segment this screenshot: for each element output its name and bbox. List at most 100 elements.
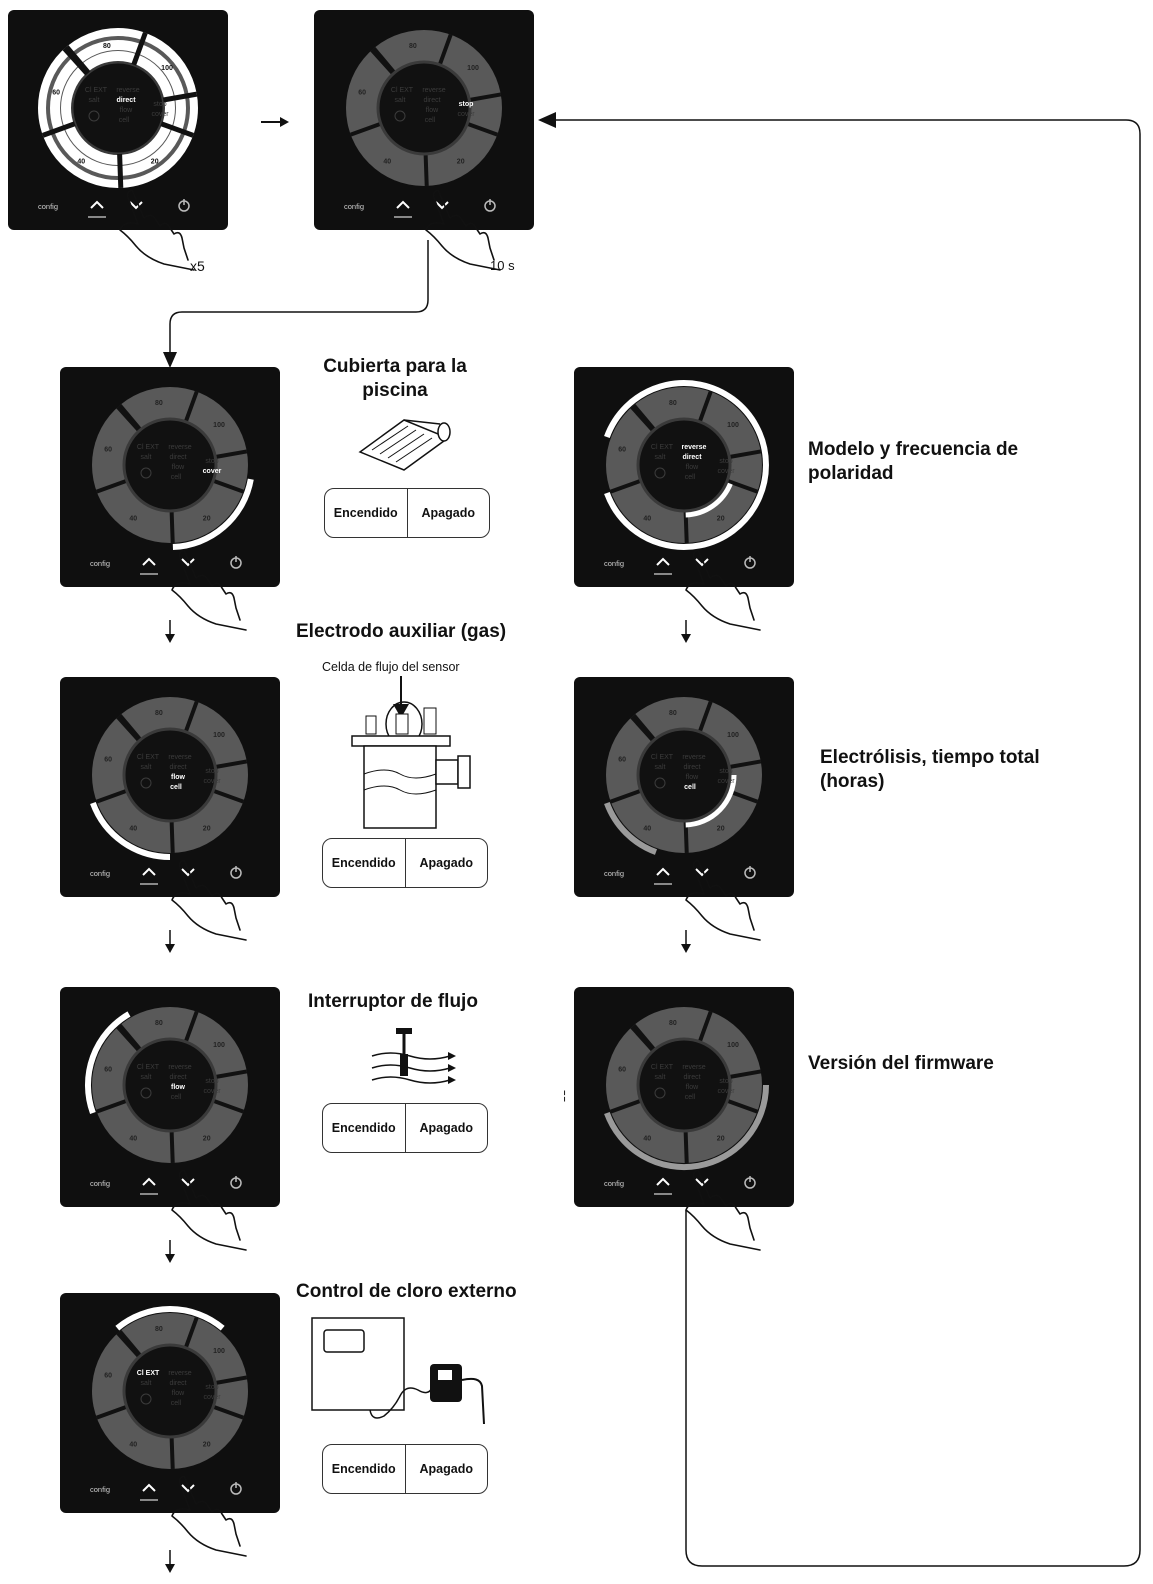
pool-cover-illustration xyxy=(358,419,451,471)
dial-divider xyxy=(726,1098,758,1114)
panel-label-flow: flow xyxy=(120,107,133,114)
dial-divider xyxy=(697,1011,713,1043)
dial-center xyxy=(124,1039,216,1131)
panel-label-stop: stop xyxy=(719,1078,732,1085)
down-chevron-icon xyxy=(181,558,195,567)
panel-label-direct: direct xyxy=(116,97,136,104)
panel-label-salt: salt xyxy=(141,1074,152,1081)
panel-label-salt: salt xyxy=(395,97,406,104)
sensor-flow-cell-illustration xyxy=(351,676,471,829)
panel-label-flow: flow xyxy=(686,1084,699,1091)
config-label: config xyxy=(38,202,58,211)
config-label: config xyxy=(344,202,364,211)
dial-number: 20 xyxy=(203,825,211,832)
dial-number: 60 xyxy=(618,1066,626,1073)
dial-center xyxy=(638,1039,730,1131)
clock-icon xyxy=(140,1393,152,1405)
dial-divider xyxy=(183,1317,199,1349)
up-chevron-icon xyxy=(142,1177,156,1186)
dial-number: 80 xyxy=(669,1020,677,1027)
panel-label-cell: cell xyxy=(685,1094,696,1101)
dial-inner-highlight xyxy=(685,774,737,828)
hand-press-icon xyxy=(170,859,250,947)
dial-number: 100 xyxy=(467,65,479,72)
panel-label-direct: direct xyxy=(683,1074,700,1081)
press-duration-10s: 10 s xyxy=(490,258,515,273)
cl-ext-title: Control de cloro externo xyxy=(296,1281,517,1302)
dial-number: 100 xyxy=(727,1042,739,1049)
clock-icon xyxy=(88,110,100,122)
config-label: config xyxy=(604,869,624,878)
aux-title: Electrodo auxiliar (gas) xyxy=(296,621,507,642)
dial-divider xyxy=(726,478,758,494)
hand-stroke xyxy=(685,1169,761,1251)
config-label: config xyxy=(604,1179,624,1188)
dial-divider xyxy=(96,788,128,804)
panel-label-flow: flow xyxy=(686,774,699,781)
panel-label-reverse: reverse xyxy=(422,87,445,94)
panel-label-cl-ext: Cl EXT xyxy=(137,1370,160,1377)
dial-inner-ring xyxy=(636,1037,732,1133)
hand-press-icon xyxy=(684,549,764,637)
dial-center xyxy=(638,419,730,511)
arrow-right-top xyxy=(261,117,289,127)
panel-label-stop: stop xyxy=(205,768,218,775)
dial-center xyxy=(638,729,730,821)
dial-number: 20 xyxy=(457,158,465,165)
dial-number: 80 xyxy=(103,43,111,50)
dial-number: 20 xyxy=(717,825,725,832)
clock-icon xyxy=(140,777,152,789)
panel-label-cl-ext: Cl EXT xyxy=(391,87,414,94)
down-chevron-icon xyxy=(695,1178,709,1187)
dial-number: 100 xyxy=(727,422,739,429)
up-chevron-icon xyxy=(142,557,156,566)
tick-mark: ¦ xyxy=(563,1088,567,1102)
panel-label-cover: cover xyxy=(717,468,735,475)
panel-label-cl-ext: Cl EXT xyxy=(85,87,108,94)
panel-label-stop: stop xyxy=(719,458,732,465)
panel-label-cover: cover xyxy=(457,111,475,118)
hand-press-icon xyxy=(684,859,764,947)
hand-press-icon xyxy=(170,549,250,637)
hand-press-icon xyxy=(424,189,504,277)
panel-label-reverse: reverse xyxy=(682,754,705,761)
panel-label-direct: direct xyxy=(169,1380,186,1387)
clock-icon xyxy=(654,1087,666,1099)
dial-divider xyxy=(212,478,244,494)
panel-label-cl-ext: Cl EXT xyxy=(651,444,674,451)
dial-outer-highlight xyxy=(84,1011,131,1115)
panel-label-cover: cover xyxy=(717,778,735,785)
dial-inner-ring xyxy=(636,727,732,823)
switch-off-label: Apagado xyxy=(419,1462,473,1476)
panel-label-salt: salt xyxy=(655,454,666,461)
hand-press-icon xyxy=(684,1169,764,1257)
up-chevron-icon xyxy=(142,867,156,876)
dial-divider xyxy=(162,91,198,103)
panel-label-reverse: reverse xyxy=(682,1064,705,1071)
dial-divider xyxy=(169,510,175,544)
config-label: config xyxy=(90,559,110,568)
panel-label-flow: flow xyxy=(426,107,439,114)
dial-divider xyxy=(183,701,199,733)
panel-label-reverse: reverse xyxy=(168,1064,191,1071)
hand-outline xyxy=(171,1475,247,1557)
loop-back-connector xyxy=(538,112,1141,1567)
dial-divider xyxy=(212,1404,244,1420)
dial-divider xyxy=(630,1025,655,1053)
panel-label-cell: cell xyxy=(171,1400,182,1407)
hand-stroke xyxy=(171,549,247,631)
panel-label-salt: salt xyxy=(141,454,152,461)
dial-number: 40 xyxy=(643,515,651,522)
hand-press-icon xyxy=(170,1475,250,1563)
dial-inner-ring xyxy=(376,60,472,156)
panel-label-salt: salt xyxy=(655,764,666,771)
